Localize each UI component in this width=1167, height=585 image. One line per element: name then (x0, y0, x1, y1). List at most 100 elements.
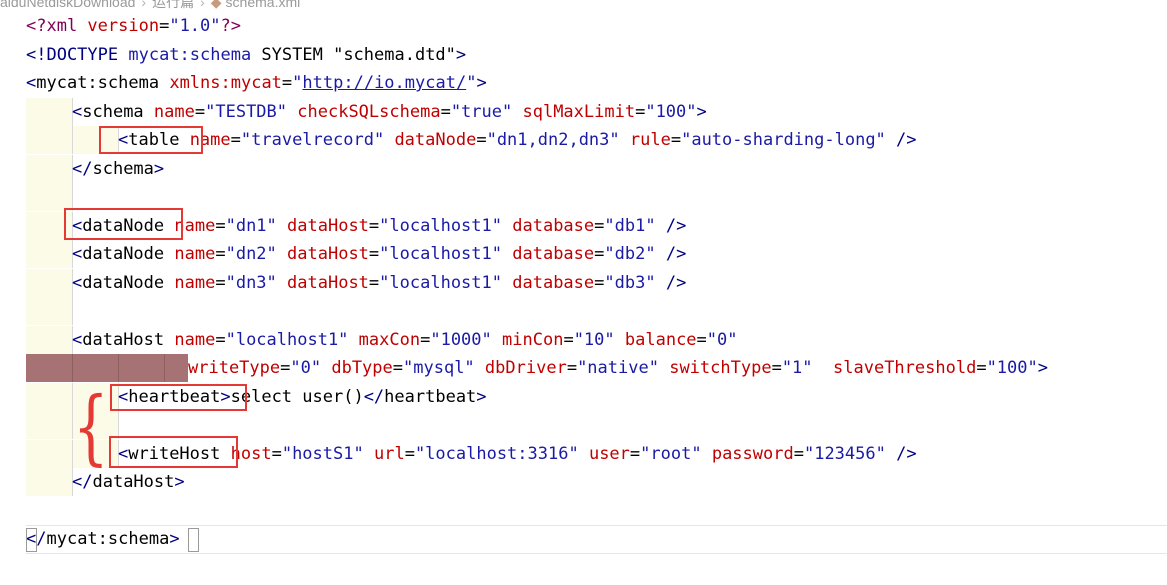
syntax-token: = (271, 444, 282, 464)
syntax-token: > (455, 45, 467, 65)
code-line[interactable] (0, 497, 1167, 525)
syntax-token (656, 273, 666, 293)
code-text[interactable]: <!DOCTYPE mycat:schema SYSTEM "schema.dt… (26, 41, 466, 69)
breadcrumb-file[interactable]: schema.xml (225, 0, 301, 10)
syntax-token (656, 216, 666, 236)
syntax-token: dataNode (394, 130, 477, 150)
code-line[interactable]: <mycat:schema xmlns:mycat="http://io.myc… (0, 69, 1167, 97)
syntax-token: "root" (640, 444, 702, 464)
syntax-token: minCon (502, 330, 564, 350)
code-line[interactable]: <writeHost host="hostS1" url="localhost:… (0, 440, 1167, 468)
syntax-token: < (118, 130, 129, 150)
indent-guide (72, 411, 73, 439)
syntax-token (277, 273, 287, 293)
syntax-token (144, 102, 154, 122)
syntax-token: < (72, 244, 83, 264)
syntax-token: = (194, 102, 206, 122)
code-line[interactable] (0, 183, 1167, 211)
code-text[interactable]: </dataHost> (72, 468, 185, 496)
syntax-token: > (153, 159, 165, 179)
code-line[interactable]: <dataNode name="dn3" dataHost="localhost… (0, 269, 1167, 297)
syntax-token: SYSTEM (251, 45, 334, 65)
code-text[interactable]: <writeHost host="hostS1" url="localhost:… (118, 440, 917, 468)
indent-guide (72, 212, 73, 240)
indent-guide (118, 354, 119, 382)
syntax-token: dataHost (287, 244, 369, 264)
code-line[interactable]: <dataNode name="dn2" dataHost="localhost… (0, 240, 1167, 268)
syntax-token (502, 244, 512, 264)
code-line[interactable]: <dataHost name="localhost1" maxCon="1000… (0, 326, 1167, 354)
code-line[interactable]: <schema name="TESTDB" checkSQLschema="tr… (0, 98, 1167, 126)
syntax-token: url (373, 444, 405, 464)
syntax-token: dbDriver (484, 358, 567, 378)
syntax-token: name (189, 130, 231, 150)
syntax-token: "dn1" (225, 216, 277, 236)
syntax-token: dataNode (82, 273, 165, 293)
syntax-token: name (174, 244, 216, 264)
code-line[interactable]: </dataHost> (0, 468, 1167, 496)
code-text[interactable]: <dataNode name="dn1" dataHost="localhost… (72, 212, 686, 240)
code-text[interactable]: <?xml version="1.0"?> (26, 12, 241, 40)
code-text[interactable]: <dataHost name="localhost1" maxCon="1000… (72, 326, 738, 354)
code-text[interactable]: </mycat:schema> (26, 525, 180, 553)
syntax-token: schema (82, 102, 144, 122)
indent-guide (72, 155, 73, 183)
code-line[interactable]: <!DOCTYPE mycat:schema SYSTEM "schema.dt… (0, 41, 1167, 69)
syntax-token: slaveThreshold (833, 358, 977, 378)
syntax-token (164, 330, 174, 350)
curly-brace-annotation: { (73, 380, 109, 475)
indent-guide (118, 126, 119, 154)
code-line[interactable]: writeType="0" dbType="mysql" dbDriver="n… (0, 354, 1167, 382)
code-text[interactable]: <dataNode name="dn2" dataHost="localhost… (72, 240, 686, 268)
code-text[interactable]: <table name="travelrecord" dataNode="dn1… (118, 126, 917, 154)
syntax-token: writeHost (128, 444, 221, 464)
code-line[interactable] (0, 411, 1167, 439)
syntax-token: "dn2" (225, 244, 277, 264)
syntax-token (813, 358, 833, 378)
syntax-token: mycat:schema (46, 529, 170, 549)
syntax-token: < (118, 387, 129, 407)
syntax-token: = (281, 73, 293, 93)
syntax-token (287, 102, 297, 122)
syntax-token: database (512, 244, 595, 264)
syntax-token: "localhost1" (379, 273, 502, 293)
code-text[interactable]: <mycat:schema xmlns:mycat="http://io.myc… (26, 69, 487, 97)
syntax-token: "localhost1" (379, 244, 502, 264)
syntax-token: dataNode (82, 216, 165, 236)
syntax-token: dbType (331, 358, 393, 378)
code-line[interactable] (0, 297, 1167, 325)
syntax-token: "schema.dtd" (333, 45, 456, 65)
code-line[interactable]: <?xml version="1.0"?> (0, 12, 1167, 40)
syntax-token: "travelrecord" (240, 130, 385, 150)
syntax-token: > (696, 102, 707, 122)
code-line[interactable]: </schema> (0, 155, 1167, 183)
syntax-token: = (440, 102, 451, 122)
indent-guide (164, 354, 165, 382)
breadcrumb-path[interactable]: aiduNetdiskDownload (0, 0, 136, 10)
code-line[interactable]: <table name="travelrecord" dataNode="dn1… (0, 126, 1167, 154)
syntax-token: "localhost1" (379, 216, 502, 236)
syntax-token: "100" (645, 102, 697, 122)
selected-indent (26, 354, 188, 382)
code-text[interactable]: </schema> (72, 155, 164, 183)
heartbeat-tag-highlight (110, 384, 247, 411)
syntax-token (615, 330, 625, 350)
syntax-token: = (159, 16, 170, 36)
breadcrumb-folder[interactable]: 运行篇 (152, 0, 195, 10)
indent-guide (72, 297, 73, 325)
syntax-token: = (566, 358, 578, 378)
code-text[interactable]: <schema name="TESTDB" checkSQLschema="tr… (72, 98, 707, 126)
code-text[interactable]: writeType="0" dbType="mysql" dbDriver="n… (188, 354, 1048, 382)
syntax-token: "dn3" (225, 273, 277, 293)
syntax-token: = (594, 244, 605, 264)
indent-guide (72, 126, 73, 154)
syntax-token: > (220, 387, 231, 407)
syntax-token: "localhost1" (225, 330, 349, 350)
code-text[interactable]: <dataNode name="dn3" dataHost="localhost… (72, 269, 686, 297)
syntax-token (475, 358, 485, 378)
indent-guide (72, 98, 73, 126)
current-line-border (26, 525, 1167, 526)
code-line[interactable]: </mycat:schema> (0, 525, 1167, 553)
syntax-token (620, 130, 630, 150)
